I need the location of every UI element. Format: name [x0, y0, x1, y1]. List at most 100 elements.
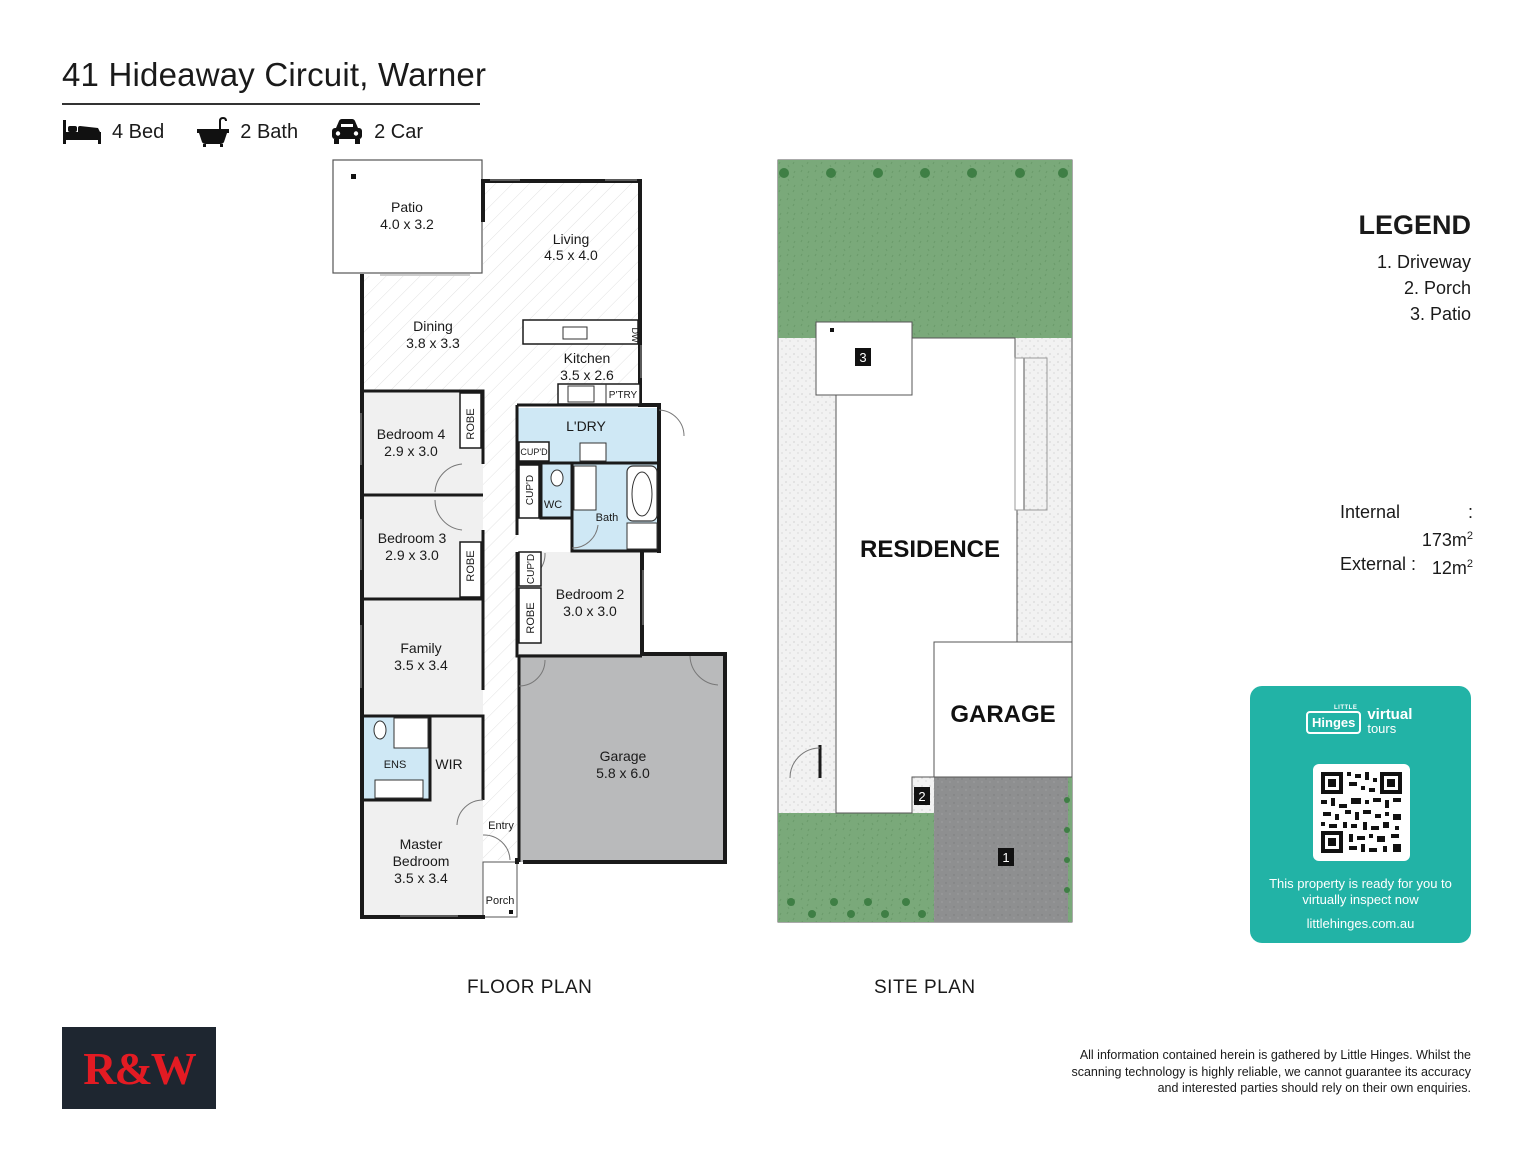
bedroom3-robe-label: ROBE [465, 550, 477, 581]
bathroom-count: 2 Bath [196, 117, 298, 147]
hall-cupboard-label: CUP'D [526, 554, 537, 584]
laundry-cupboard [518, 441, 550, 462]
ensuite-vanity [374, 779, 424, 799]
internal-area-label: Internal [1340, 502, 1401, 522]
bathroom-count-label: 2 Bath [240, 120, 299, 143]
bath-icon [197, 117, 230, 147]
cooktop [567, 385, 595, 403]
legend-item-porch: 2. Porch [1403, 278, 1471, 298]
bedroom4-name: Bedroom 4 [377, 426, 446, 442]
bedroom2-name: Bedroom 2 [556, 586, 625, 602]
legend-item-patio: 3. Patio [1409, 304, 1471, 324]
car-count: 2 Car [330, 118, 423, 146]
car-icon [332, 119, 363, 144]
bedroom2-robe-label: ROBE [525, 602, 537, 633]
bed-icon [63, 120, 101, 144]
laundry-tub [579, 442, 607, 462]
agency-logo-text: R&W [83, 1042, 197, 1094]
virtual-tour-card[interactable]: LITTLE Hinges virtual tours [1250, 686, 1471, 943]
shower-bath [626, 522, 658, 550]
bath-vanity [573, 465, 597, 511]
laundry-cupboard-label: CUP'D [520, 447, 548, 457]
property-address: 41 Hideaway Circuit, Warner [62, 56, 487, 93]
title-underline [62, 103, 480, 105]
bedroom4-robe-label: ROBE [465, 408, 477, 439]
dining-size: 3.8 x 3.3 [406, 335, 460, 351]
patio-size: 4.0 x 3.2 [380, 216, 434, 232]
wc-toilet [550, 469, 564, 487]
garage-size: 5.8 x 6.0 [596, 765, 650, 781]
external-area-value: 12m2 [1431, 558, 1473, 578]
bedroom4-size: 2.9 x 3.0 [384, 443, 438, 459]
external-area-label: External : [1340, 554, 1417, 574]
site-patio-post [830, 328, 834, 332]
bedroom-count: 4 Bed [62, 118, 164, 146]
kitchen-size: 3.5 x 2.6 [560, 367, 614, 383]
residence-label: RESIDENCE [860, 536, 1000, 563]
master-name-2: Bedroom [393, 853, 450, 869]
master-floor [362, 800, 483, 915]
patio-area [332, 159, 483, 274]
kitchen-name: Kitchen [564, 350, 611, 366]
virtual-tour-link[interactable]: littlehinges.com.au [1306, 916, 1415, 931]
bathtub [626, 465, 658, 522]
virtual-tour-message: This property is ready for you to virtua… [1269, 876, 1452, 907]
floor-plan: Patio 4.0 x 3.2 Living 4.5 x 4.0 Dining … [332, 159, 727, 919]
agency-logo: R&W [62, 1027, 216, 1109]
site-garage-label: GARAGE [950, 701, 1055, 728]
bath-label: Bath [596, 512, 619, 524]
entry-label: Entry [488, 820, 514, 832]
front-lawn [778, 813, 934, 922]
family-floor [362, 599, 483, 716]
little-hinges-logo: LITTLE Hinges virtual tours [1306, 705, 1412, 736]
floor-plan-caption: FLOOR PLAN [467, 977, 593, 998]
legend-title: LEGEND [1358, 210, 1471, 240]
legend-item-driveway: 1. Driveway [1376, 252, 1471, 272]
bedroom4-robe [459, 392, 482, 449]
bedroom2-robe [518, 587, 542, 644]
garage-floor [519, 654, 725, 862]
side-path [1014, 357, 1048, 511]
marker-2: 2 [918, 789, 925, 804]
marker-3: 3 [859, 350, 866, 365]
disclaimer: All information contained herein is gath… [1071, 1048, 1471, 1095]
ensuite-label: ENS [384, 759, 407, 771]
site-garage [933, 641, 1073, 778]
kitchen-sink [562, 326, 588, 340]
qr-code[interactable] [1313, 764, 1410, 861]
patio-name: Patio [391, 199, 423, 215]
ensuite-toilet [373, 720, 387, 740]
wir-label: WIR [435, 756, 462, 772]
garage-name: Garage [600, 748, 647, 764]
bedroom3-name: Bedroom 3 [378, 530, 447, 546]
dining-name: Dining [413, 318, 453, 334]
site-plan: 3 2 1 RESIDENCE GARAGE [777, 159, 1073, 923]
laundry-label: L'DRY [566, 418, 606, 434]
family-name: Family [400, 640, 441, 656]
car-count-label: 2 Car [374, 120, 423, 143]
family-size: 3.5 x 3.4 [394, 657, 448, 673]
porch-post [509, 910, 513, 914]
living-size: 4.5 x 4.0 [544, 247, 598, 263]
qr-code-icon [1321, 772, 1402, 853]
marker-1: 1 [1002, 850, 1009, 865]
porch-label: Porch [486, 895, 515, 907]
bedroom3-size: 2.9 x 3.0 [385, 547, 439, 563]
ensuite-shower [393, 717, 429, 749]
wc-cupboard [518, 464, 540, 519]
internal-area-value: : 173m2 [1421, 502, 1473, 550]
site-plan-caption: SITE PLAN [874, 977, 976, 998]
hall-cupboard [518, 551, 542, 587]
bedroom2-size: 3.0 x 3.0 [563, 603, 617, 619]
bedroom-count-label: 4 Bed [112, 120, 165, 143]
legend: LEGEND 1. Driveway 2. Porch 3. Patio [1358, 210, 1471, 327]
wir-floor [430, 716, 483, 800]
patio-post [351, 174, 356, 179]
porch-area [482, 861, 518, 918]
area-summary: Internal : 173m2 External : 12m2 [1340, 500, 1473, 580]
feature-summary: 4 Bed 2 Bath 2 Car [62, 116, 455, 148]
bedroom3-robe [459, 541, 482, 598]
wc-cupboard-label: CUP'D [525, 475, 536, 505]
dishwasher-label: DW [630, 328, 640, 343]
living-name: Living [553, 231, 590, 247]
